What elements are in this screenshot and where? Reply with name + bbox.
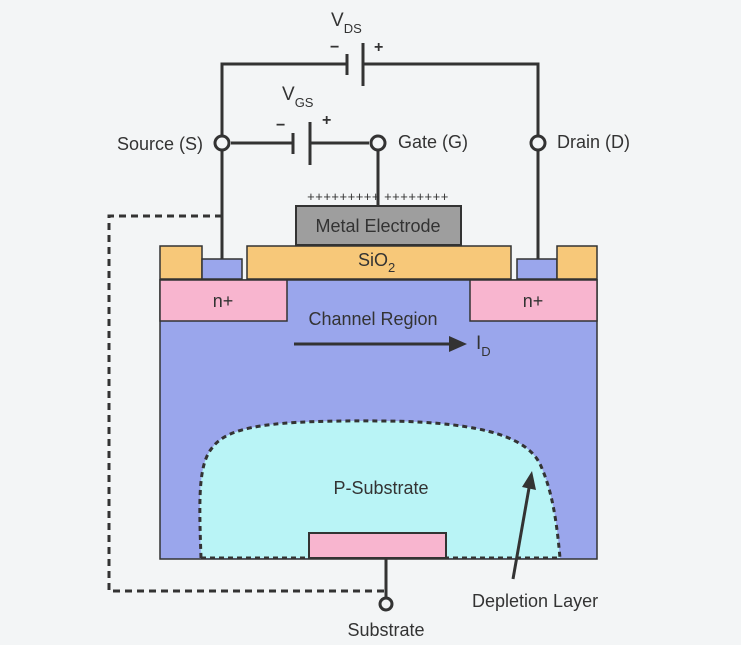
source-terminal [213,134,231,152]
oxide-right [556,245,598,280]
vds-minus: − [330,39,339,56]
vds-label: VDS [331,10,362,36]
n-plus-right [469,279,598,322]
vgs-battery [291,122,312,165]
drain-current-label: ID [476,333,491,359]
source-contact [201,258,243,280]
vds-battery [345,43,365,86]
channel-region-label: Channel Region [308,309,437,329]
p-substrate-label: P-Substrate [333,478,428,498]
depletion-boundary [198,419,562,559]
circuit-wires [220,62,540,598]
depletion-region [199,420,560,558]
vgs-label: VGS [282,84,314,110]
n-plus-right-label: n+ [523,291,544,311]
substrate-return-wire [107,214,384,593]
vds-plus: + [374,39,383,56]
oxide-left [159,245,203,280]
drain-terminal [529,134,547,152]
substrate-contact [308,532,447,559]
metal-electrode-label: Metal Electrode [315,216,440,236]
n-plus-left [159,279,288,322]
drain-label: Drain (D) [557,132,630,152]
source-label: Source (S) [117,134,203,154]
n-plus-left-label: n+ [213,291,234,311]
drain-current-arrow [294,336,467,352]
gate-terminal [369,134,387,152]
gate-label: Gate (G) [398,132,468,152]
oxide-label: SiO2 [358,250,395,275]
substrate-terminal [378,596,394,612]
substrate-label: Substrate [347,620,424,640]
vgs-plus: + [322,112,331,129]
depletion-layer-label: Depletion Layer [472,591,598,611]
drain-contact [516,258,558,280]
depletion-pointer-arrow [511,471,536,580]
vgs-minus: − [276,117,285,134]
